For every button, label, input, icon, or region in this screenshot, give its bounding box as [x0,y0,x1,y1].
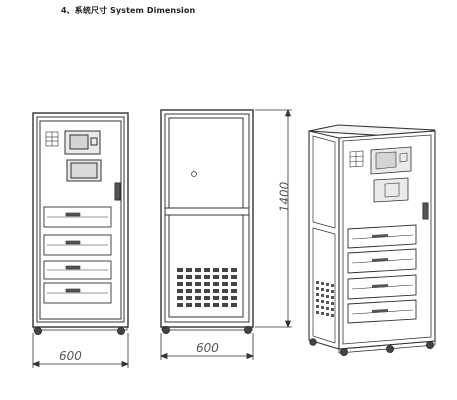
cabinet-side-view-icon [159,108,292,360]
side-height-dimension: 1400 [277,181,292,213]
section-heading: 4、系统尺寸 System Dimension [61,6,196,15]
side-width-dimension: 600 [196,341,219,355]
front-width-dimension: 600 [59,349,82,363]
cabinet-isometric-view-icon [308,124,436,356]
cabinet-front-view-icon [31,112,130,368]
